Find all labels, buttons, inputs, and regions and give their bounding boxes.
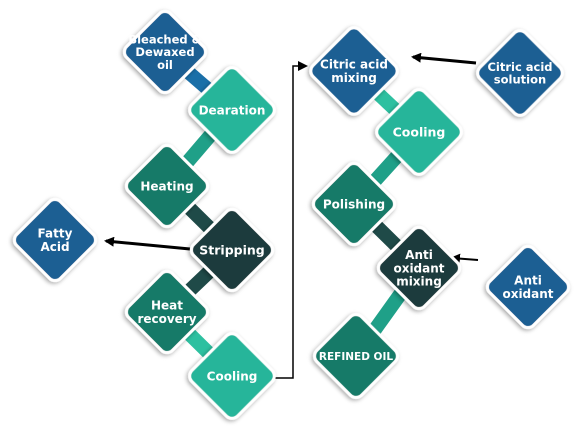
node-label-citricsol: solution [494,72,546,86]
node-label-bleached: oil [157,58,173,72]
node-label-bleached: Dewaxed [135,45,194,59]
node-shape-heating [124,143,210,229]
node-shape-cooling1 [188,332,276,420]
node-heating: Heating [124,143,210,229]
arrow-citric-solution-to-mixing [411,52,477,65]
node-label-fatty: Fatty [38,227,73,241]
arrow-stripping-to-fatty-acid [104,236,191,251]
node-shape-refined [313,313,399,399]
node-label-fatty: Acid [40,240,69,254]
node-cooling2: Cooling [375,88,463,176]
node-shape-cooling2 [375,88,463,176]
node-shape-citricmix [309,26,399,116]
node-label-antimix: Anti [405,248,433,262]
node-label-citricsol: Citric acid [487,60,552,74]
node-shape-antimix [376,225,462,311]
node-label-citricmix: Citric acid [320,58,388,72]
node-dearation: Dearation [188,66,276,154]
node-refined: REFINED OIL [313,313,399,399]
node-shape-antiox [485,244,571,330]
node-label-antimix: oxidant [393,261,444,275]
node-shape-fatty [12,197,98,283]
node-label-cooling1: Cooling [207,369,258,383]
node-label-refined: REFINED OIL [319,351,394,363]
node-label-citricmix: mixing [331,71,377,85]
node-label-antiox: oxidant [502,287,553,301]
node-label-stripping: Stripping [199,243,264,258]
node-label-antimix: mixing [396,275,442,289]
arrow-cooling-to-citric-mixing [270,61,308,379]
node-label-cooling2: Cooling [393,125,446,140]
node-shape-polishing [311,161,397,247]
node-label-dearation: Dearation [199,103,266,117]
arrow-antioxidant-to-mixing [450,253,479,264]
node-label-heating: Heating [140,179,193,193]
node-label-polishing: Polishing [323,197,385,211]
node-shape-heatrecovery [124,269,210,355]
diagram-nodes: Bleached &DewaxedoilDearationHeatingStri… [12,9,571,420]
node-shape-dearation [188,66,276,154]
node-polishing: Polishing [311,161,397,247]
flow-arrows [104,52,479,379]
node-label-heatrecovery: recovery [137,312,196,326]
node-label-heatrecovery: Heat [151,299,183,313]
node-shape-stripping [189,207,275,293]
node-cooling1: Cooling [188,332,276,420]
node-label-bleached: Bleached & [128,32,201,46]
node-stripping: Stripping [189,207,275,293]
node-label-antiox: Anti [514,274,542,288]
node-shape-citricsol [476,29,564,117]
node-shape-bleached [122,9,208,95]
